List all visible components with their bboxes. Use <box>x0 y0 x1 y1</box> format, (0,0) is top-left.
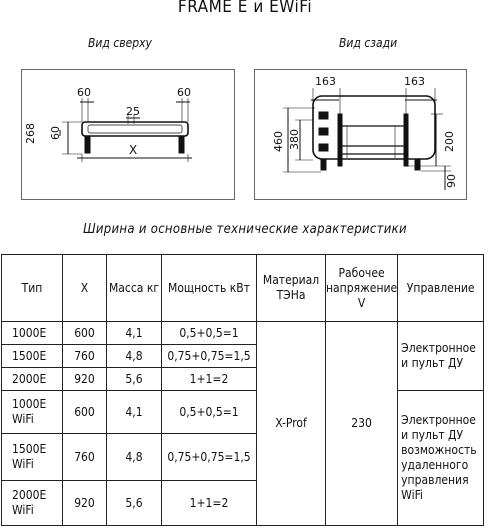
cell-mass: 4,1 <box>106 321 162 345</box>
cell-x: 920 <box>62 367 107 391</box>
cell-mass: 5,6 <box>106 480 162 526</box>
top-view-drawing: 60 60 25 268 60 X <box>21 69 235 200</box>
cell-type: 2000E WiFi <box>1 480 63 526</box>
header-control: Управление <box>397 254 485 322</box>
cell-control-wifi: Электронное и пульт ДУ возможность удале… <box>397 390 485 526</box>
cell-x: 600 <box>62 390 107 434</box>
cell-x: 600 <box>62 321 107 345</box>
spec-table: Тип X Масса кг Мощность кВт Материал ТЭН… <box>1 254 485 526</box>
top-dim-inner: 60 <box>49 126 62 140</box>
header-power: Мощность кВт <box>161 254 257 322</box>
cell-power: 0,75+0,75=1,5 <box>161 433 257 481</box>
cell-mass: 4,8 <box>106 344 162 368</box>
table-header-row: Тип X Масса кг Мощность кВт Материал ТЭН… <box>1 254 485 322</box>
cell-control-e: Электронное и пульт ДУ <box>397 321 485 391</box>
back-view-drawing: 163 163 460 380 200 90 <box>254 69 467 200</box>
header-material: Материал ТЭНа <box>256 254 326 322</box>
header-type: Тип <box>1 254 63 322</box>
top-view-caption: Вид сверху <box>88 36 152 50</box>
header-voltage: Рабочее напряжение V <box>324 254 399 322</box>
cell-type: 1500E WiFi <box>1 433 63 481</box>
cell-mass: 4,1 <box>106 390 162 434</box>
table-row: 1000E WiFi 600 4,1 0,5+0,5=1 Электронное… <box>1 390 485 526</box>
back-dim-left: 163 <box>315 75 336 88</box>
cell-x: 920 <box>62 480 107 526</box>
top-dim-outer: 268 <box>24 123 37 144</box>
cell-power: 1+1=2 <box>161 480 257 526</box>
header-x: X <box>62 254 107 322</box>
cell-mass: 4,8 <box>106 433 162 481</box>
back-dim-h1: 460 <box>272 131 285 152</box>
back-dim-h2: 380 <box>288 129 301 150</box>
table-subtitle: Ширина и основные технические характерис… <box>83 222 407 237</box>
cell-power: 0,5+0,5=1 <box>161 390 257 434</box>
cell-type: 1000E <box>1 321 63 345</box>
cell-type: 1000E WiFi <box>1 390 63 434</box>
cell-voltage: 230 <box>324 321 399 526</box>
back-dim-h4: 90 <box>445 174 458 188</box>
cell-type: 2000E <box>1 367 63 391</box>
top-dim-left: 60 <box>77 86 91 99</box>
cell-power: 0,5+0,5=1 <box>161 321 257 345</box>
back-dim-h3: 200 <box>443 131 456 152</box>
cell-type: 1500E <box>1 344 63 368</box>
header-mass: Масса кг <box>106 254 162 322</box>
page-title: FRAME E и EWiFi <box>177 0 313 17</box>
cell-x: 760 <box>62 433 107 481</box>
top-dim-right: 60 <box>177 86 191 99</box>
top-dim-width: X <box>129 143 137 157</box>
cell-power: 1+1=2 <box>161 367 257 391</box>
table-row: 2000E WiFi 920 5,6 1+1=2 <box>1 480 484 526</box>
back-view-caption: Вид сзади <box>339 36 398 50</box>
cell-material: X-Prof <box>256 321 326 526</box>
table-row: 1500E WiFi 760 4,8 0,75+0,75=1,5 <box>1 433 484 481</box>
table-row: 1000E 600 4,1 0,5+0,5=1 X-Prof 230 Элект… <box>1 321 485 526</box>
top-dim-center: 25 <box>126 105 140 118</box>
cell-power: 0,75+0,75=1,5 <box>161 344 257 368</box>
cell-x: 760 <box>62 344 107 368</box>
cell-mass: 5,6 <box>106 367 162 391</box>
back-dim-right: 163 <box>404 75 425 88</box>
